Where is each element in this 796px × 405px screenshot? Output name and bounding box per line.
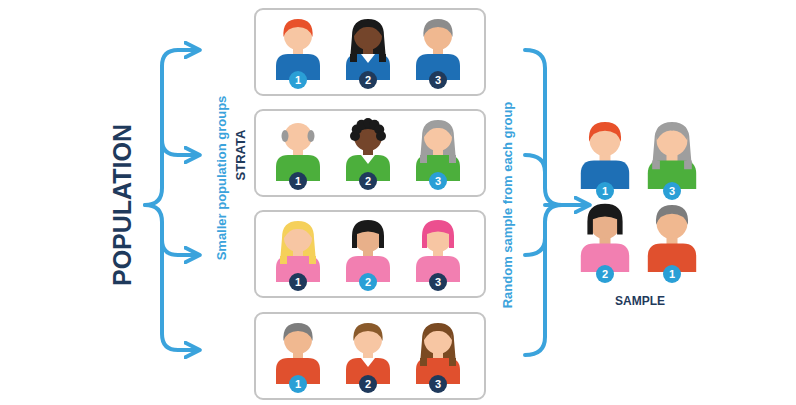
person-icon	[648, 205, 696, 272]
stratum-box: 1 2 3	[254, 210, 486, 298]
callout-number: 3	[429, 71, 447, 89]
callout-number: 3	[429, 172, 447, 190]
callout-number: 2	[359, 375, 377, 393]
stratum-box: 1 2 3	[254, 109, 486, 197]
person-icon	[581, 204, 629, 272]
callout-number: 1	[289, 375, 307, 393]
population-title: POPULATION	[108, 124, 137, 286]
stratum-box: 1 2 3	[254, 8, 486, 96]
callout-number: 3	[663, 182, 681, 200]
merge-bracket	[525, 238, 545, 255]
callout-number: 1	[289, 71, 307, 89]
merge-bracket	[525, 205, 562, 355]
merge-arrow	[545, 203, 588, 207]
callout-number: 1	[663, 265, 681, 283]
split-arrow	[162, 140, 198, 155]
callout-number: 2	[359, 172, 377, 190]
split-arrow	[162, 240, 198, 255]
merge-bracket	[525, 155, 545, 172]
callout-number: 1	[596, 182, 614, 200]
split-bracket	[145, 50, 198, 205]
stratum-box: 1 2 3	[254, 312, 486, 400]
callout-number: 3	[429, 273, 447, 291]
person-icon	[581, 122, 629, 189]
strata-caption: Smaller population groups	[214, 96, 229, 261]
callout-number: 2	[359, 273, 377, 291]
person-icon	[648, 122, 696, 189]
sampling-caption: Random sample from each group	[500, 102, 515, 309]
callout-number: 1	[289, 273, 307, 291]
callout-number: 3	[429, 375, 447, 393]
split-bracket	[145, 205, 198, 350]
sample-people	[581, 122, 696, 272]
callout-number: 2	[359, 71, 377, 89]
callout-number: 1	[289, 172, 307, 190]
merge-bracket	[525, 50, 562, 205]
sample-title: SAMPLE	[615, 294, 665, 308]
callout-number: 2	[596, 265, 614, 283]
strata-title: STRATA	[233, 130, 248, 181]
